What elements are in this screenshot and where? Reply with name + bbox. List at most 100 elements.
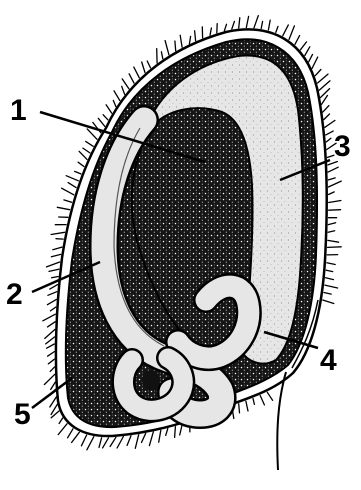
seed-hair [59, 418, 63, 423]
seed-hair [161, 52, 162, 59]
seed-hair [328, 178, 335, 180]
seed-hair [329, 210, 341, 211]
seed-hair [328, 181, 341, 187]
seed-hair [260, 396, 264, 405]
seed-hair [319, 81, 330, 90]
seed-hair [325, 120, 335, 127]
seed-hair [62, 188, 74, 195]
seed-hair [261, 21, 262, 28]
label-2: 2 [6, 278, 23, 311]
seed-hair [289, 26, 294, 40]
seed-hair [51, 382, 56, 389]
seed-hair [232, 21, 235, 29]
seed-hair [147, 61, 150, 68]
funiculus [277, 372, 286, 470]
seed-hair [328, 231, 335, 232]
seed-hair [81, 435, 86, 446]
seed-hair [325, 285, 338, 288]
seed-hair [57, 207, 69, 209]
seed-hair [48, 352, 55, 357]
seed-hair [50, 367, 54, 372]
seed-hair [47, 262, 60, 267]
seed-hair [48, 292, 57, 296]
seed-hair [253, 399, 254, 405]
seed-hair [49, 269, 59, 271]
seed-hair [324, 293, 331, 295]
seed-hair [113, 100, 116, 106]
seed-hair [110, 437, 116, 446]
seed-hair [329, 201, 341, 203]
seed-hair [239, 404, 240, 413]
seed-hair [47, 344, 55, 348]
seed-hair [134, 67, 140, 78]
seed-hair [315, 70, 321, 76]
seed-hair [189, 36, 190, 44]
seed-hair [295, 36, 300, 45]
seed-hair [175, 427, 176, 438]
seed-hair [318, 74, 328, 83]
seed-hair [328, 167, 338, 172]
seed-hair [75, 171, 81, 174]
seed-hair [83, 148, 90, 153]
seed-hair [46, 337, 55, 344]
seed-hair [312, 57, 318, 68]
radicle-tip [142, 370, 160, 390]
label-4: 4 [320, 344, 337, 377]
seed-hair [328, 223, 335, 225]
seed-hair [276, 26, 278, 32]
seed-hair [114, 91, 120, 101]
seed-hair [268, 20, 270, 30]
seed-hair [246, 16, 248, 27]
seed-hair [267, 392, 272, 400]
seed-hair [51, 232, 65, 234]
seed-hair [195, 31, 196, 41]
seed-hair [180, 424, 183, 435]
seed-hair [66, 176, 78, 181]
seed-hair [326, 138, 331, 142]
seed-hair [165, 41, 169, 55]
seed-hair [305, 47, 310, 56]
seed-hair [53, 247, 62, 250]
seed-hair [50, 397, 57, 407]
label-1: 1 [10, 94, 27, 127]
seed-hair [68, 183, 76, 188]
seed-hair [78, 162, 84, 166]
seed-hair [149, 432, 153, 446]
seed-hair [309, 54, 313, 61]
seed-hair [166, 429, 168, 436]
seed-hair [323, 106, 329, 113]
seed-hair [79, 151, 87, 159]
seed-hair [50, 307, 56, 311]
seed-hair [142, 62, 145, 73]
seed-hair [64, 200, 72, 202]
seed-hair [68, 429, 73, 438]
seed-hair [175, 41, 176, 51]
seed-hair [99, 438, 102, 448]
seed-hair [72, 432, 80, 442]
seed-hair [254, 16, 258, 28]
seed-hair [48, 359, 54, 364]
seed-hair [326, 131, 333, 135]
label-3: 3 [334, 130, 351, 163]
seed-hair [329, 192, 335, 195]
seed-hair [47, 299, 56, 304]
seed-hair [86, 141, 94, 146]
seed-hair [48, 322, 56, 327]
seed-hair [327, 263, 335, 265]
seed-hair [246, 401, 248, 411]
seed-hair [135, 435, 138, 449]
seed-hair [129, 74, 134, 83]
seed-hair [283, 25, 289, 36]
seed-hair [328, 155, 334, 157]
seed-hair [106, 105, 112, 113]
seed-hair [326, 270, 332, 271]
seed-hair [52, 277, 59, 278]
seed-hair [50, 285, 58, 290]
seed-hair [44, 374, 54, 384]
seed-hair [87, 129, 97, 139]
seed-hair [224, 24, 226, 30]
seed-hair [98, 118, 105, 126]
seed-hair [323, 300, 334, 304]
seed-hair [324, 114, 330, 120]
